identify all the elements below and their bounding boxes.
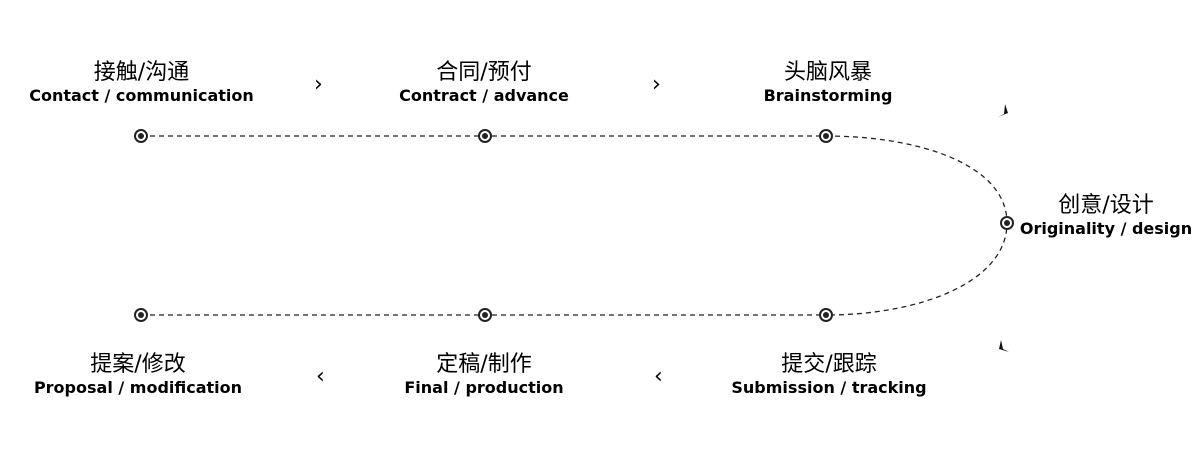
node-submission [819, 308, 833, 322]
chevron-right-icon: › [314, 72, 323, 97]
curve-connector-line [825, 135, 1008, 316]
step-proposal-en: Proposal / modification [33, 378, 243, 397]
node-originality [1000, 216, 1014, 230]
node-proposal [134, 308, 148, 322]
node-final [478, 308, 492, 322]
chevron-right-icon: › [652, 72, 661, 97]
step-originality-en: Originality / design [1019, 219, 1193, 238]
curve-arrowhead-top-icon [998, 104, 1008, 117]
step-contact: 接触/沟通 Contact / communication [19, 60, 264, 106]
step-contact-en: Contact / communication [29, 86, 254, 105]
step-brainstorming-en: Brainstorming [763, 86, 893, 105]
step-contract-zh: 合同/预付 [436, 60, 532, 85]
step-submission-zh: 提交/跟踪 [781, 352, 877, 377]
step-final-zh: 定稿/制作 [436, 352, 532, 377]
node-brainstorming [819, 129, 833, 143]
step-final-en: Final / production [404, 378, 564, 397]
step-final: 定稿/制作 Final / production [394, 352, 574, 398]
step-contract: 合同/预付 Contract / advance [384, 60, 584, 106]
node-contract [478, 129, 492, 143]
curve-arrowhead-bottom-icon [999, 340, 1009, 352]
step-submission-en: Submission / tracking [731, 378, 927, 397]
step-brainstorming-zh: 头脑风暴 [783, 60, 872, 85]
step-submission: 提交/跟踪 Submission / tracking [722, 352, 936, 398]
step-proposal-zh: 提案/修改 [90, 352, 186, 377]
chevron-left-icon: ‹ [316, 364, 325, 389]
step-contract-en: Contract / advance [399, 86, 569, 105]
chevron-left-icon: ‹ [654, 364, 663, 389]
node-contact [134, 129, 148, 143]
step-proposal: 提案/修改 Proposal / modification [27, 352, 249, 398]
step-originality-zh: 创意/设计 [1058, 193, 1154, 218]
step-contact-zh: 接触/沟通 [93, 60, 190, 85]
step-brainstorming: 头脑风暴 Brainstorming [743, 60, 913, 106]
step-originality: 创意/设计 Originality / design [1016, 193, 1196, 239]
